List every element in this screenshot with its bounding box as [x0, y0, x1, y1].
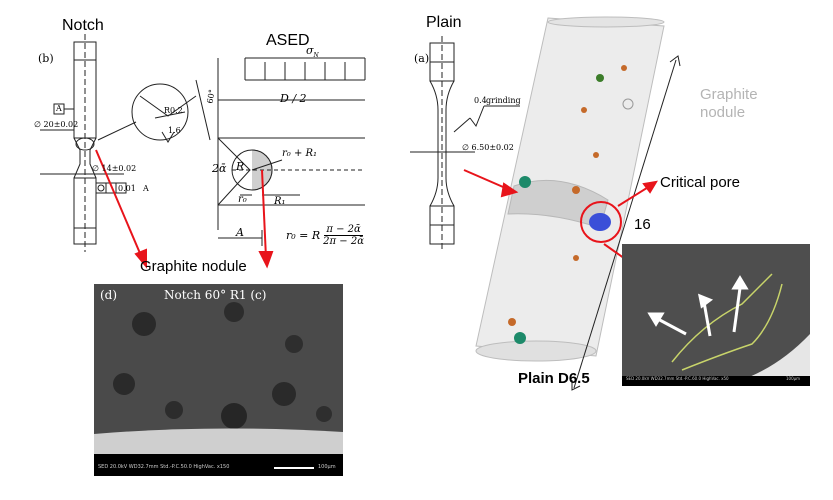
radius-label: R: [236, 160, 245, 173]
critical-pore-label: Critical pore: [660, 174, 741, 191]
plain-diameter: ∅ 6.50±0.02: [462, 143, 514, 152]
sem-footer: SED 20.0kV WD32.7mm Std.-P.C.50.0 HighVa…: [98, 464, 230, 470]
plain-specimen-drawing: [410, 36, 520, 252]
sem-scale: 100μm: [318, 464, 336, 470]
ased-drawing: [217, 57, 366, 246]
r1-label: R₁: [274, 196, 286, 207]
concentricity-tol: 0.01: [118, 184, 136, 193]
plain-roughness: 0.4: [474, 96, 487, 105]
concentricity-ref: A: [143, 184, 149, 193]
notch-radius: R0.2: [164, 106, 183, 115]
ased-title: ASED: [266, 32, 310, 49]
outer-diameter: ∅ 20±0.02: [34, 120, 79, 129]
datum-label: A: [56, 104, 62, 113]
ct-graphite-nodule-label: Graphite nodule: [700, 86, 758, 121]
plain-grinding: grinding: [486, 96, 521, 105]
sem-image-fracture: SED 20.0kV WD32.7mm Std.-P.C.60.0 HighVa…: [622, 244, 810, 386]
specimen-length: 16: [634, 216, 651, 233]
formula-numerator: π − 2ᾱ: [324, 224, 363, 236]
sem-texture: [94, 284, 343, 476]
sem-right-footer: SED 20.0kV WD32.7mm Std.-P.C.60.0 HighVa…: [626, 376, 729, 381]
sem-right-scale: 100μm: [786, 376, 801, 381]
notch-panel-label: (b): [38, 52, 54, 65]
angle-label: 2ᾱ: [212, 162, 227, 175]
plain-panel-label: (a): [414, 52, 430, 65]
r0-formula: r₀ = R π − 2ᾱ 2π − 2ᾱ: [286, 224, 364, 247]
ct-cylinder: [475, 16, 681, 391]
sem-image-notch: (d) Notch 60° R1 (c) SED 20.0kV WD32.7mm…: [94, 284, 343, 476]
r0-label: r₀: [238, 194, 247, 205]
notch-title: Notch: [62, 17, 104, 34]
formula-denominator: 2π − 2ᾱ: [323, 236, 364, 247]
r0-plus-r1-label: r₀ + R₁: [282, 148, 318, 159]
sem-panel-d: (d): [100, 288, 118, 302]
fracture-texture: [622, 244, 810, 386]
plain-title: Plain: [426, 14, 462, 31]
half-width-label: D / 2: [280, 92, 307, 105]
sigma-label: σN: [306, 44, 319, 60]
inner-diameter: ∅ 14±0.02: [92, 164, 137, 173]
notch-roughness: 1.6: [168, 126, 181, 135]
specimen-name: Plain D6.5: [518, 370, 590, 387]
depth-label: A: [236, 226, 244, 239]
sem-caption: Notch 60° R1 (c): [164, 288, 267, 302]
graphite-nodule-label: Graphite nodule: [140, 258, 247, 275]
